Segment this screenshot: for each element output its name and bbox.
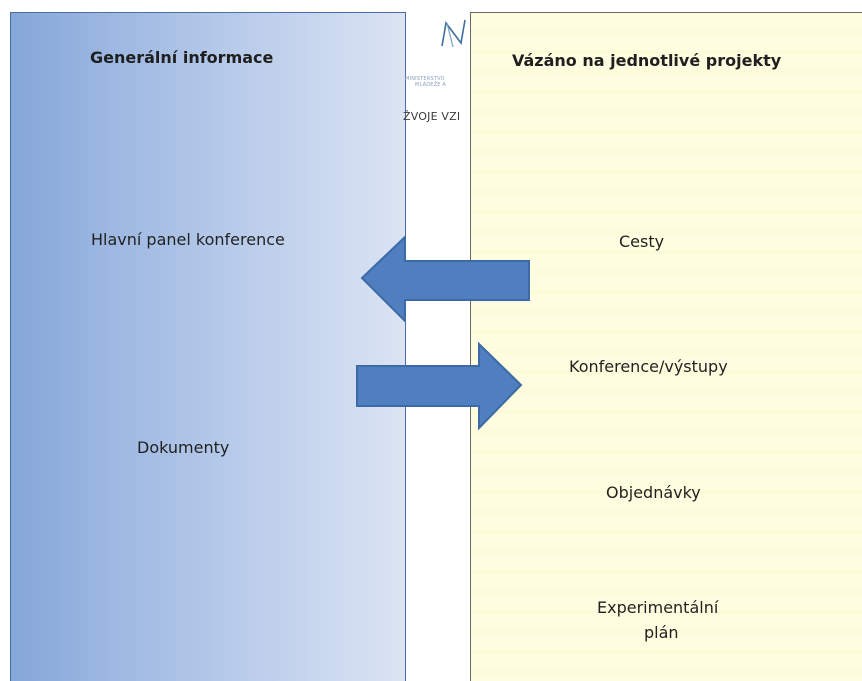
left-panel-title: Generální informace [90,48,274,67]
documents-label: Dokumenty [137,438,230,457]
right-panel-title: Vázáno na jednotlivé projekty [512,51,782,70]
logo-line-1: MINISTERSTVO [405,76,445,82]
trips-label: Cesty [619,232,665,251]
plan-label: plán [644,623,679,642]
orders-label: Objednávky [606,483,701,502]
right-arrow-shape [356,341,523,431]
main-conference-panel-label: Hlavní panel konference [91,230,285,249]
ministry-logo-icon [441,19,466,48]
general-information-panel [10,12,406,681]
left-arrow [360,234,530,324]
conference-outputs-label: Konference/výstupy [569,357,728,376]
logo-line-2: MLÁDEŽE A [415,82,447,88]
experimental-label: Experimentální [597,598,719,617]
ministry-logo: MINISTERSTVO MLÁDEŽE A ŽVOJE VZI [403,18,473,128]
logo-line-3: ŽVOJE VZI [403,110,461,123]
left-arrow-shape [360,234,530,324]
project-bound-panel [470,12,862,681]
right-arrow [356,341,523,431]
